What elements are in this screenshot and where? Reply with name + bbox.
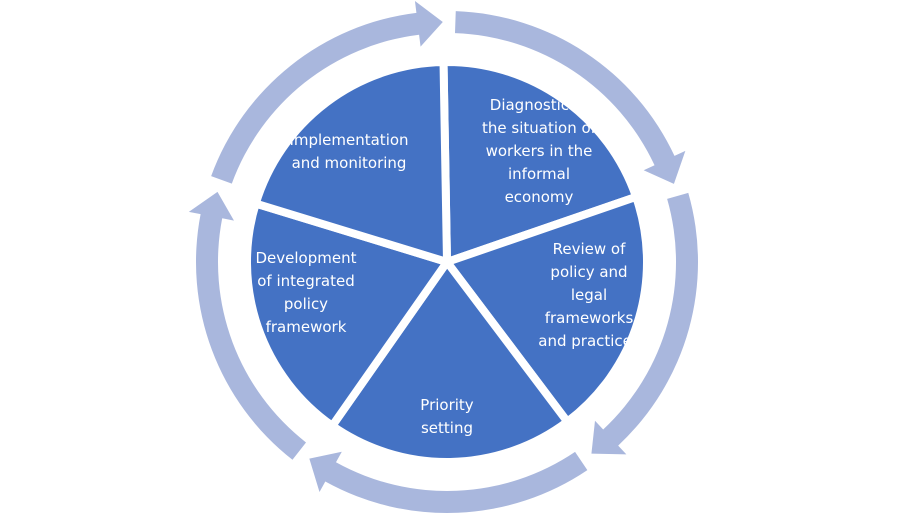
- segment-label-priority: Priority setting: [420, 396, 474, 437]
- cycle-segments: [243, 58, 651, 466]
- segment-label-line: and monitoring: [292, 154, 407, 172]
- segment-label-line: Implementation: [289, 131, 408, 149]
- segment-label-implementation: Implementation and monitoring: [289, 131, 408, 172]
- segment-label-review: Review of policy and legal frameworks and pr…: [538, 240, 640, 350]
- segment-label-line: policy: [284, 295, 328, 313]
- segment-implementation: [251, 58, 451, 266]
- segment-label-line: Priority: [420, 396, 474, 414]
- segment-label-line: Review of: [553, 240, 626, 258]
- segment-label-line: and practices: [538, 332, 640, 350]
- segment-label-line: legal: [571, 286, 607, 304]
- segment-label-development: Development of integrated policy framework: [256, 249, 357, 336]
- segment-label-line: the situation of: [482, 119, 597, 137]
- segment-label-line: Development: [256, 249, 357, 267]
- segment-label-line: informal: [508, 165, 570, 183]
- cycle-labels: Diagnostic of the situation of workers in …: [256, 96, 640, 437]
- cycle-arrow-review: [591, 192, 699, 455]
- segment-label-line: Diagnostic of: [490, 96, 589, 114]
- segment-development: [243, 199, 451, 430]
- cycle-arrow-ring: [188, 0, 699, 513]
- segment-review: [443, 192, 651, 426]
- cycle-arrow-diagnostic: [454, 11, 686, 184]
- segment-label-line: policy and: [550, 263, 627, 281]
- cycle-arrow-priority: [309, 451, 588, 513]
- segment-priority: [328, 258, 572, 466]
- cycle-arrow-implementation: [211, 0, 443, 184]
- segment-label-line: economy: [505, 188, 574, 206]
- segment-label-line: of integrated: [257, 272, 355, 290]
- segment-label-line: frameworks: [545, 309, 634, 327]
- segment-label-diagnostic: Diagnostic of the situation of workers in …: [482, 96, 597, 206]
- segment-label-line: workers in the: [486, 142, 593, 160]
- cycle-arrow-development: [188, 191, 307, 460]
- segment-label-line: setting: [421, 419, 473, 437]
- segment-label-line: framework: [266, 318, 347, 336]
